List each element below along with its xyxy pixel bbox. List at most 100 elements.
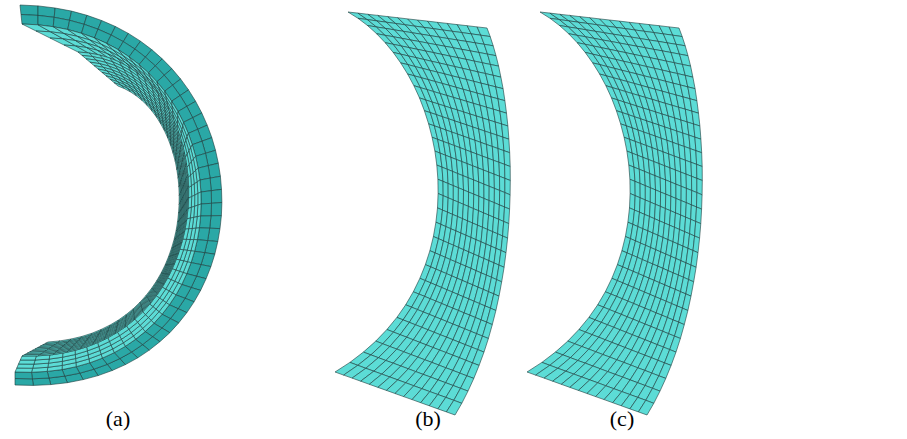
mesh-band xyxy=(15,5,222,385)
mesh-element xyxy=(210,216,222,229)
mesh-element xyxy=(655,176,661,192)
mesh-element xyxy=(686,188,691,205)
channel-shell-mesh xyxy=(15,5,222,385)
mesh-element xyxy=(438,179,443,195)
mesh-element xyxy=(468,178,474,194)
mesh-element xyxy=(505,193,511,210)
mesh-element xyxy=(671,196,677,213)
mesh-band xyxy=(527,12,702,415)
mesh-element xyxy=(691,191,697,208)
mesh-element xyxy=(147,289,153,297)
mesh-element xyxy=(211,203,222,216)
mesh-element xyxy=(483,322,493,338)
mesh-element xyxy=(478,336,489,352)
mesh-element xyxy=(676,184,681,200)
mesh-element xyxy=(152,281,158,289)
mesh-element xyxy=(189,186,192,198)
mesh-element xyxy=(166,256,171,265)
mesh-element xyxy=(195,194,198,207)
mesh-element xyxy=(660,178,666,194)
mesh-element xyxy=(463,176,469,192)
mesh-element xyxy=(696,151,702,167)
mesh-element xyxy=(675,170,681,186)
mesh-element xyxy=(499,162,505,178)
mesh-element xyxy=(695,222,701,239)
mesh-element xyxy=(19,360,36,364)
mesh-element xyxy=(80,333,92,338)
mesh-element xyxy=(133,302,140,310)
mesh-element xyxy=(473,194,479,211)
mesh-element xyxy=(157,273,163,281)
mesh-element xyxy=(487,308,496,324)
mesh-element xyxy=(681,172,687,188)
mesh-element xyxy=(650,188,655,205)
mesh-element xyxy=(494,188,499,205)
mesh-element xyxy=(484,199,490,216)
mesh-element xyxy=(210,176,221,190)
mesh-element xyxy=(691,162,697,178)
mesh-element xyxy=(484,184,489,200)
mesh-element xyxy=(494,280,502,297)
mesh-element xyxy=(697,164,703,180)
mesh-element xyxy=(675,322,685,338)
mesh-element xyxy=(32,378,50,385)
mesh-band xyxy=(22,52,189,356)
mesh-element xyxy=(665,350,677,366)
mesh-element xyxy=(655,190,660,207)
mesh-element xyxy=(696,207,702,224)
mesh-element xyxy=(671,182,676,199)
mesh-element xyxy=(473,350,485,366)
mesh-element xyxy=(17,364,34,368)
mesh-element xyxy=(161,265,166,273)
subfigure-label: (c) xyxy=(610,406,634,432)
mesh-element xyxy=(126,309,133,316)
mesh-element xyxy=(697,193,703,210)
mesh-element xyxy=(474,180,479,196)
mesh-element xyxy=(679,308,688,324)
mesh-element xyxy=(676,199,682,216)
mesh-element xyxy=(21,15,38,25)
mesh-element xyxy=(493,160,499,176)
mesh-element xyxy=(686,280,694,297)
mesh-element xyxy=(152,281,158,289)
mesh-element xyxy=(15,368,33,372)
mesh-element xyxy=(68,30,91,41)
mesh-element xyxy=(491,294,500,311)
mesh-element xyxy=(666,180,671,196)
mesh-element xyxy=(500,176,505,192)
mesh-element xyxy=(489,186,494,202)
mesh-element xyxy=(494,174,500,190)
mesh-element xyxy=(499,191,505,208)
mesh-element xyxy=(695,137,702,153)
mesh-element xyxy=(95,38,114,50)
mesh-element xyxy=(504,151,510,167)
mesh-element xyxy=(483,170,489,186)
mesh-element xyxy=(140,296,147,304)
mesh-element xyxy=(503,222,509,239)
mesh-element xyxy=(15,379,33,386)
mesh-element xyxy=(645,186,650,202)
mesh-element xyxy=(689,265,697,282)
mesh-element xyxy=(660,192,665,209)
mesh-element xyxy=(171,142,174,153)
mesh-element xyxy=(463,190,468,207)
mesh-element xyxy=(211,189,222,203)
mesh-element xyxy=(118,50,133,63)
subfigure-label: (b) xyxy=(415,406,441,432)
mesh-element xyxy=(659,363,671,379)
mesh-element xyxy=(670,336,681,352)
mesh-element xyxy=(479,196,485,213)
mesh-element xyxy=(107,43,124,56)
mesh-element xyxy=(692,176,697,192)
mesh-element xyxy=(82,33,103,44)
mesh-element xyxy=(499,251,506,268)
mesh-element xyxy=(686,174,692,190)
mesh-element xyxy=(458,188,463,205)
mesh-element xyxy=(146,288,152,296)
mesh-element xyxy=(458,174,464,190)
mesh-element xyxy=(650,174,656,190)
mesh-element xyxy=(505,164,511,180)
mesh-element xyxy=(20,5,38,15)
mesh-element xyxy=(683,294,692,311)
